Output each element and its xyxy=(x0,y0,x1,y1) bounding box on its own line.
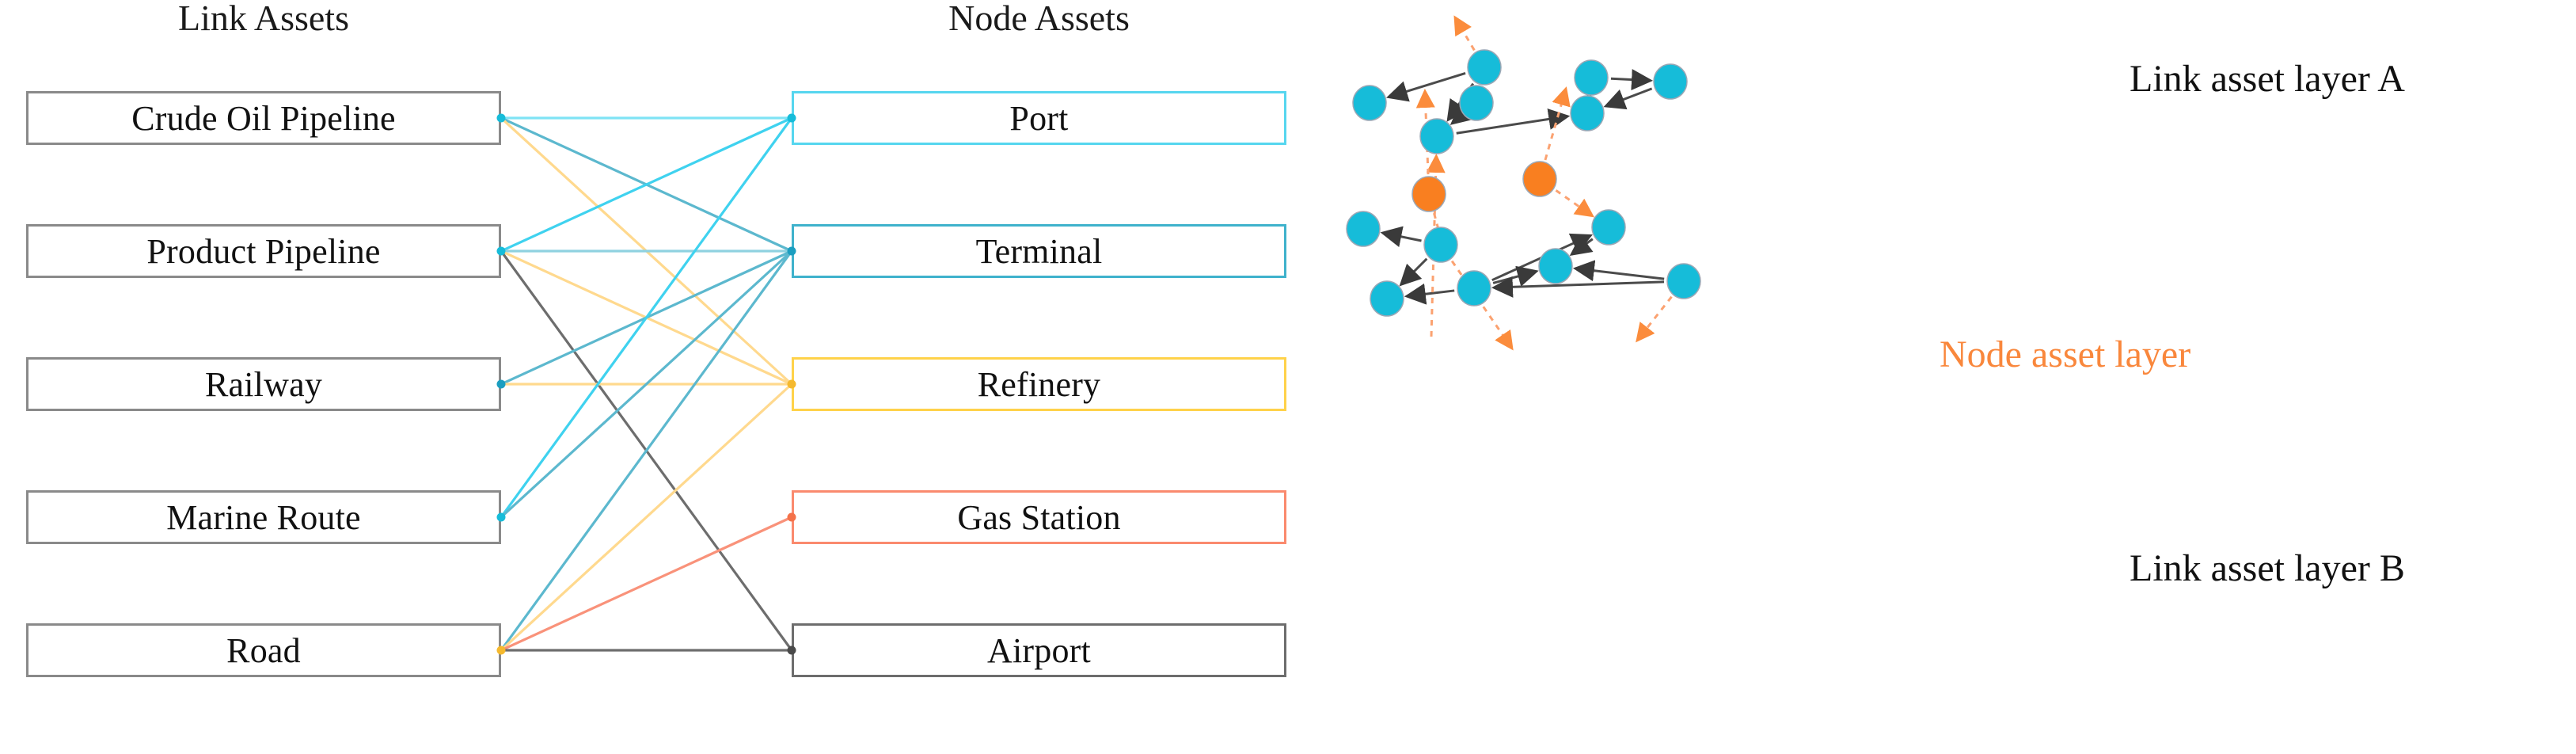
network-node-link-asset[interactable] xyxy=(1467,49,1502,86)
edge-endpoint-dot xyxy=(496,246,506,256)
network-node-link-asset[interactable] xyxy=(1459,85,1494,121)
network-edge-inter-layer xyxy=(1555,189,1594,218)
node-asset-label: Gas Station xyxy=(957,497,1121,537)
legend-link-asset-layer-b: Link asset layer B xyxy=(2130,547,2405,589)
bipartite-edge xyxy=(500,249,793,519)
bipartite-edge xyxy=(500,117,793,518)
node-asset-label: Airport xyxy=(987,630,1091,670)
node-asset-label: Refinery xyxy=(977,364,1101,404)
network-edge-inter-layer xyxy=(1415,89,1435,175)
bipartite-edges xyxy=(496,113,796,655)
network-edge-inter-layer xyxy=(1636,295,1673,343)
network-node-link-asset[interactable] xyxy=(1457,270,1491,307)
node-asset-box-refinery[interactable]: Refinery xyxy=(792,357,1286,411)
edge-endpoint-dot xyxy=(496,645,506,655)
bipartite-edge xyxy=(500,250,793,651)
link-asset-box-crude-oil-pipeline[interactable]: Crude Oil Pipeline xyxy=(26,91,501,145)
edge-endpoint-dot xyxy=(496,379,506,389)
edge-endpoint-dot xyxy=(787,246,796,256)
link-asset-label: Railway xyxy=(204,364,323,404)
node-asset-box-terminal[interactable]: Terminal xyxy=(792,224,1286,278)
network-edge-intra-layer xyxy=(1386,71,1466,102)
network-edge-intra-layer xyxy=(1380,226,1422,248)
bipartite-edge xyxy=(500,516,792,652)
link-assets-column-title: Link Assets xyxy=(178,0,349,38)
link-asset-box-railway[interactable]: Railway xyxy=(26,357,501,411)
edge-endpoint-dot xyxy=(496,512,506,522)
edge-endpoint-dot xyxy=(787,379,796,389)
network-edge-intra-layer xyxy=(1610,69,1654,91)
network-node-link-asset[interactable] xyxy=(1591,209,1626,246)
link-asset-label: Product Pipeline xyxy=(146,231,381,271)
link-asset-box-product-pipeline[interactable]: Product Pipeline xyxy=(26,224,501,278)
network-edge-intra-layer xyxy=(1399,257,1428,287)
link-asset-label: Marine Route xyxy=(166,497,361,537)
network-edge-intra-layer xyxy=(1449,103,1474,125)
edge-endpoint-dot xyxy=(787,645,796,655)
node-asset-box-airport[interactable]: Airport xyxy=(792,623,1286,677)
link-asset-label: Crude Oil Pipeline xyxy=(131,98,396,138)
edge-endpoint-dot xyxy=(787,113,796,123)
network-edge-intra-layer xyxy=(1491,276,1665,298)
legend-link-asset-layer-a: Link asset layer A xyxy=(2130,58,2405,100)
network-node-link-asset[interactable] xyxy=(1653,63,1688,100)
node-asset-label: Terminal xyxy=(975,231,1103,271)
network-node-link-asset[interactable] xyxy=(1419,118,1454,154)
network-node-node-asset[interactable] xyxy=(1522,161,1557,197)
network-edge-intra-layer xyxy=(1456,109,1571,135)
node-assets-column-title: Node Assets xyxy=(948,0,1130,38)
edge-endpoint-dot xyxy=(787,512,796,522)
bipartite-edge xyxy=(500,116,792,253)
network-edge-inter-layer xyxy=(1544,86,1571,161)
network-node-link-asset[interactable] xyxy=(1570,95,1605,131)
network-node-link-asset[interactable] xyxy=(1370,280,1404,317)
network-node-link-asset[interactable] xyxy=(1346,211,1381,247)
network-node-link-asset[interactable] xyxy=(1574,59,1609,96)
network-node-link-asset[interactable] xyxy=(1352,85,1387,121)
multilayer-network-graph xyxy=(1346,15,1701,351)
network-edge-intra-layer xyxy=(1603,87,1653,110)
network-edge-intra-layer xyxy=(1572,260,1665,282)
network-node-link-asset[interactable] xyxy=(1423,227,1458,263)
node-asset-box-gas-station[interactable]: Gas Station xyxy=(792,490,1286,544)
network-edge-intra-layer xyxy=(1569,234,1594,257)
network-edge-intra-layer xyxy=(1404,283,1455,305)
network-edge-inter-layer xyxy=(1453,15,1476,51)
network-node-node-asset[interactable] xyxy=(1411,176,1446,212)
network-node-link-asset[interactable] xyxy=(1538,248,1573,284)
legend-node-asset-layer: Node asset layer xyxy=(1940,333,2191,375)
network-node-link-asset[interactable] xyxy=(1666,263,1701,299)
edge-endpoint-dot xyxy=(496,113,506,123)
bipartite-edge xyxy=(500,383,793,652)
link-asset-label: Road xyxy=(226,630,301,670)
link-asset-box-marine-route[interactable]: Marine Route xyxy=(26,490,501,544)
node-asset-label: Port xyxy=(1009,98,1069,138)
